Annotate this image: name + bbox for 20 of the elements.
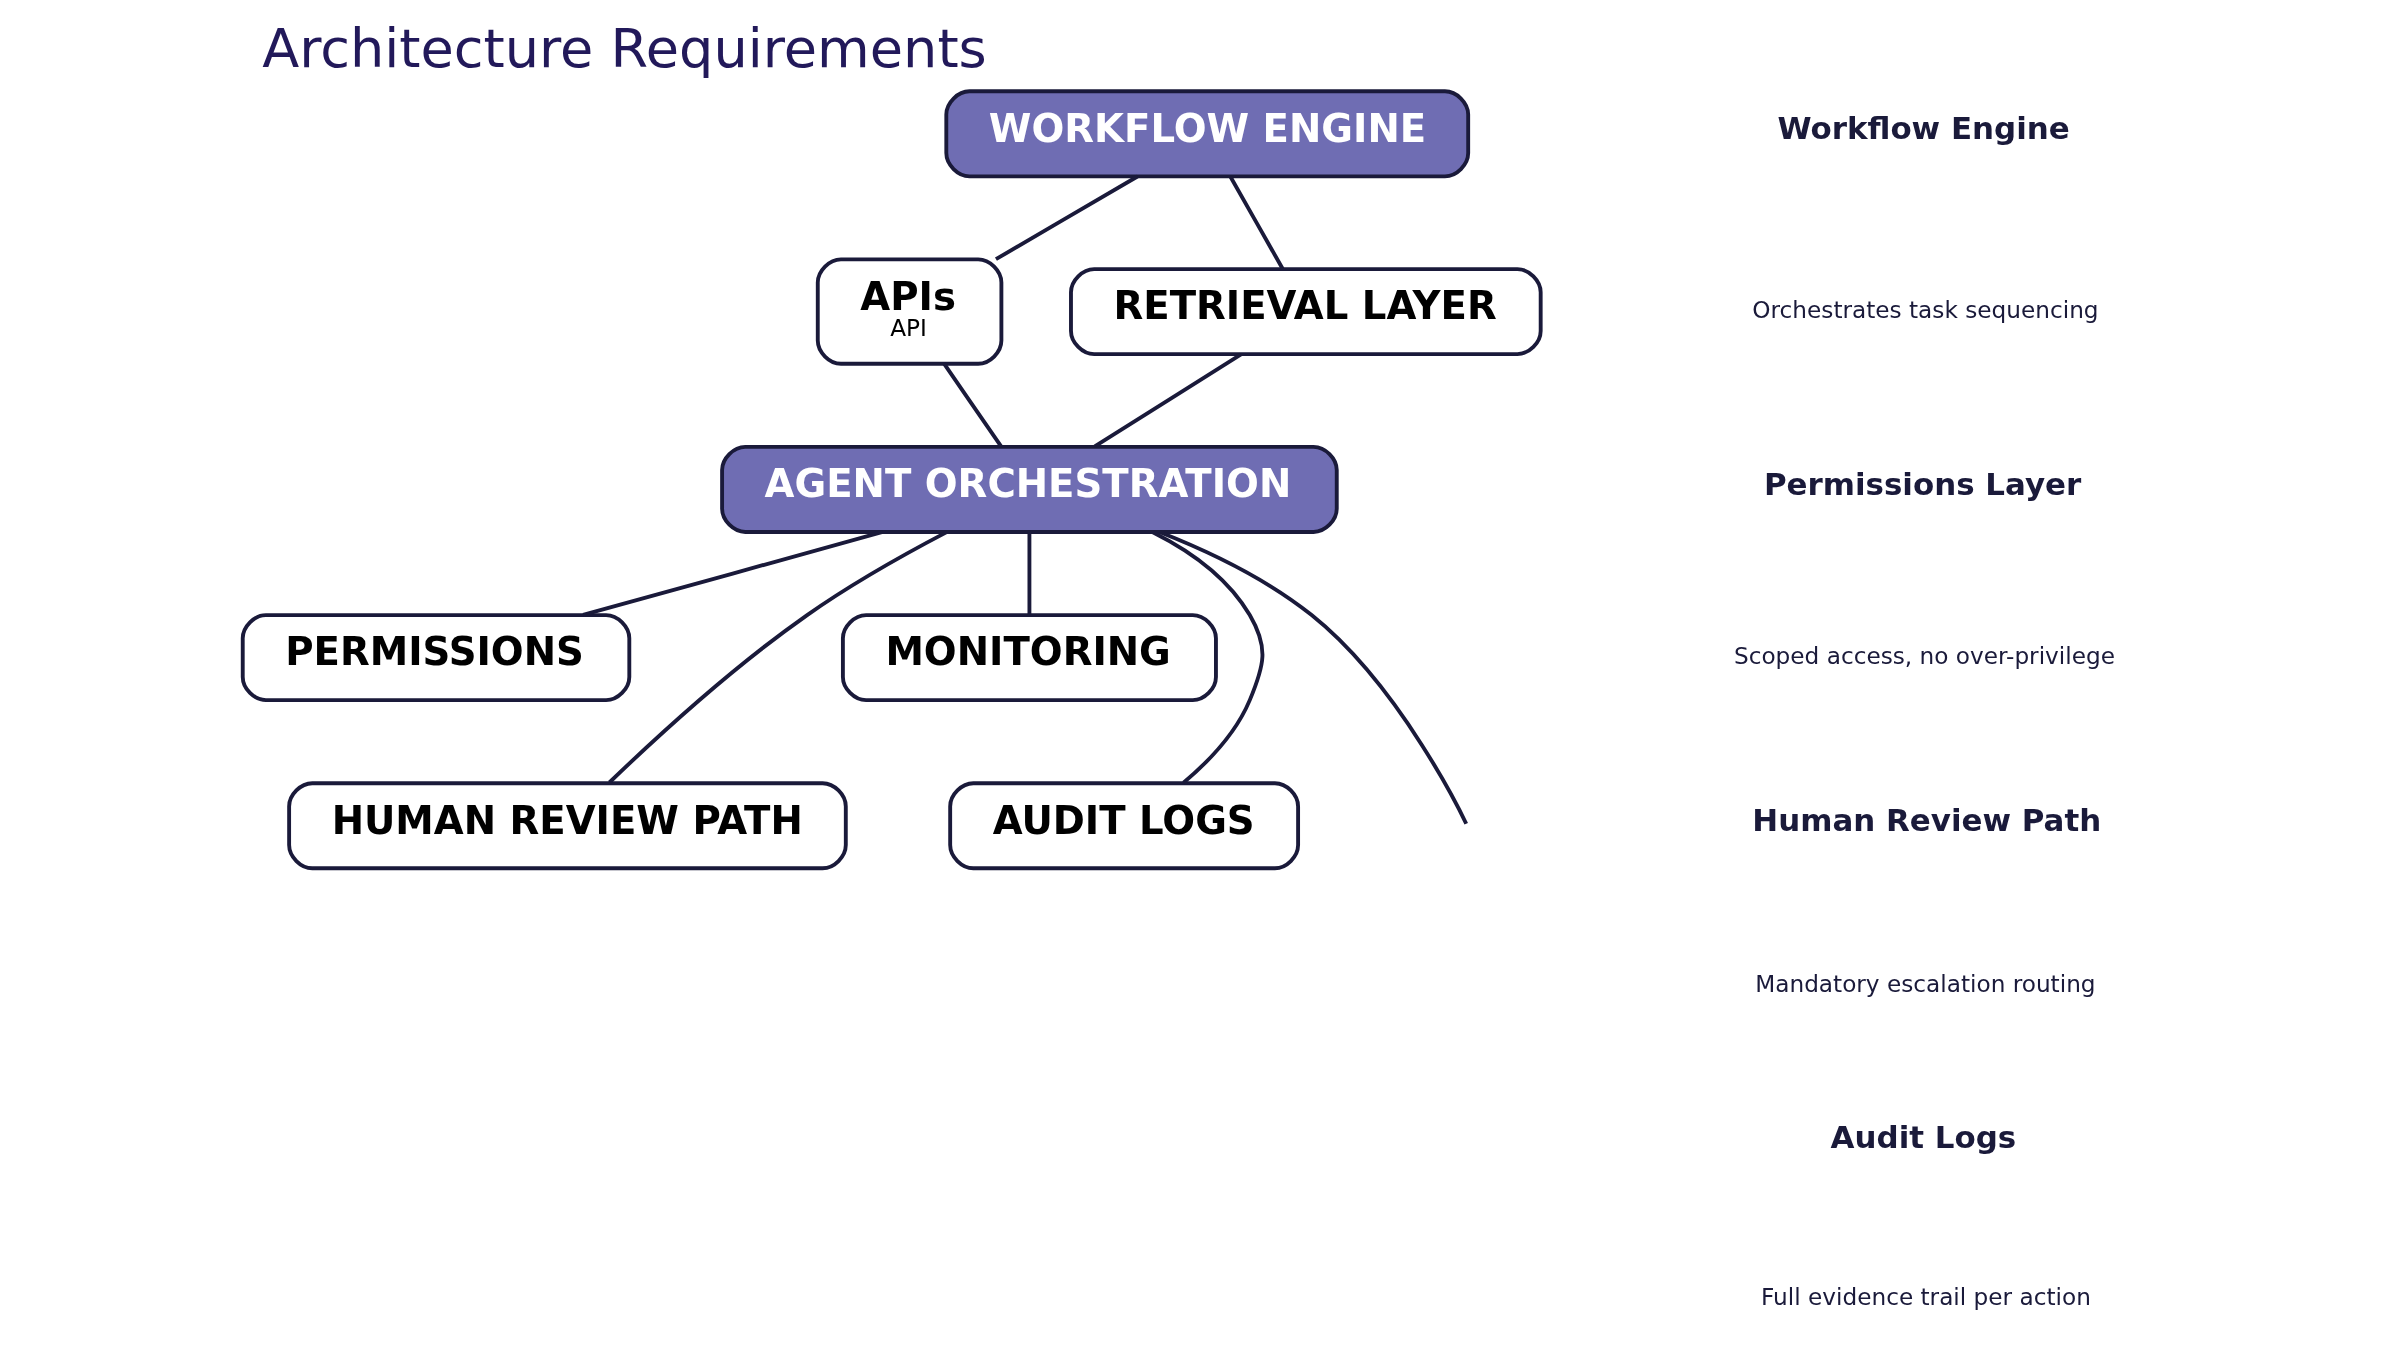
node-box: PERMISSIONS [240, 613, 632, 703]
node-box: AGENT ORCHESTRATION [720, 445, 1339, 534]
node-box: HUMAN REVIEW PATH [287, 781, 848, 871]
label: Audit Logs [1830, 1119, 2017, 1156]
connector [1228, 176, 1285, 270]
label: Orchestrates task sequencing [1752, 295, 2099, 323]
connector [942, 362, 1003, 448]
node-box: RETRIEVAL LAYER [1069, 267, 1543, 357]
label: Workflow Engine [1777, 110, 2070, 147]
connector [1027, 532, 1032, 615]
label: Human Review Path [1752, 802, 2102, 839]
label: Mandatory escalation routing [1755, 970, 2096, 998]
node-box: MONITORING [840, 613, 1218, 703]
node-box: AUDIT LOGS [948, 781, 1301, 871]
label: Scoped access, no over-privilege [1733, 641, 2115, 669]
node-box: WORKFLOW ENGINE [944, 89, 1471, 179]
diagram-title: Architecture Requirements [262, 16, 987, 80]
node-box: APIs API [815, 257, 1004, 366]
label: Full evidence trail per action [1761, 1283, 2091, 1311]
label: Permissions Layer [1763, 465, 2082, 502]
